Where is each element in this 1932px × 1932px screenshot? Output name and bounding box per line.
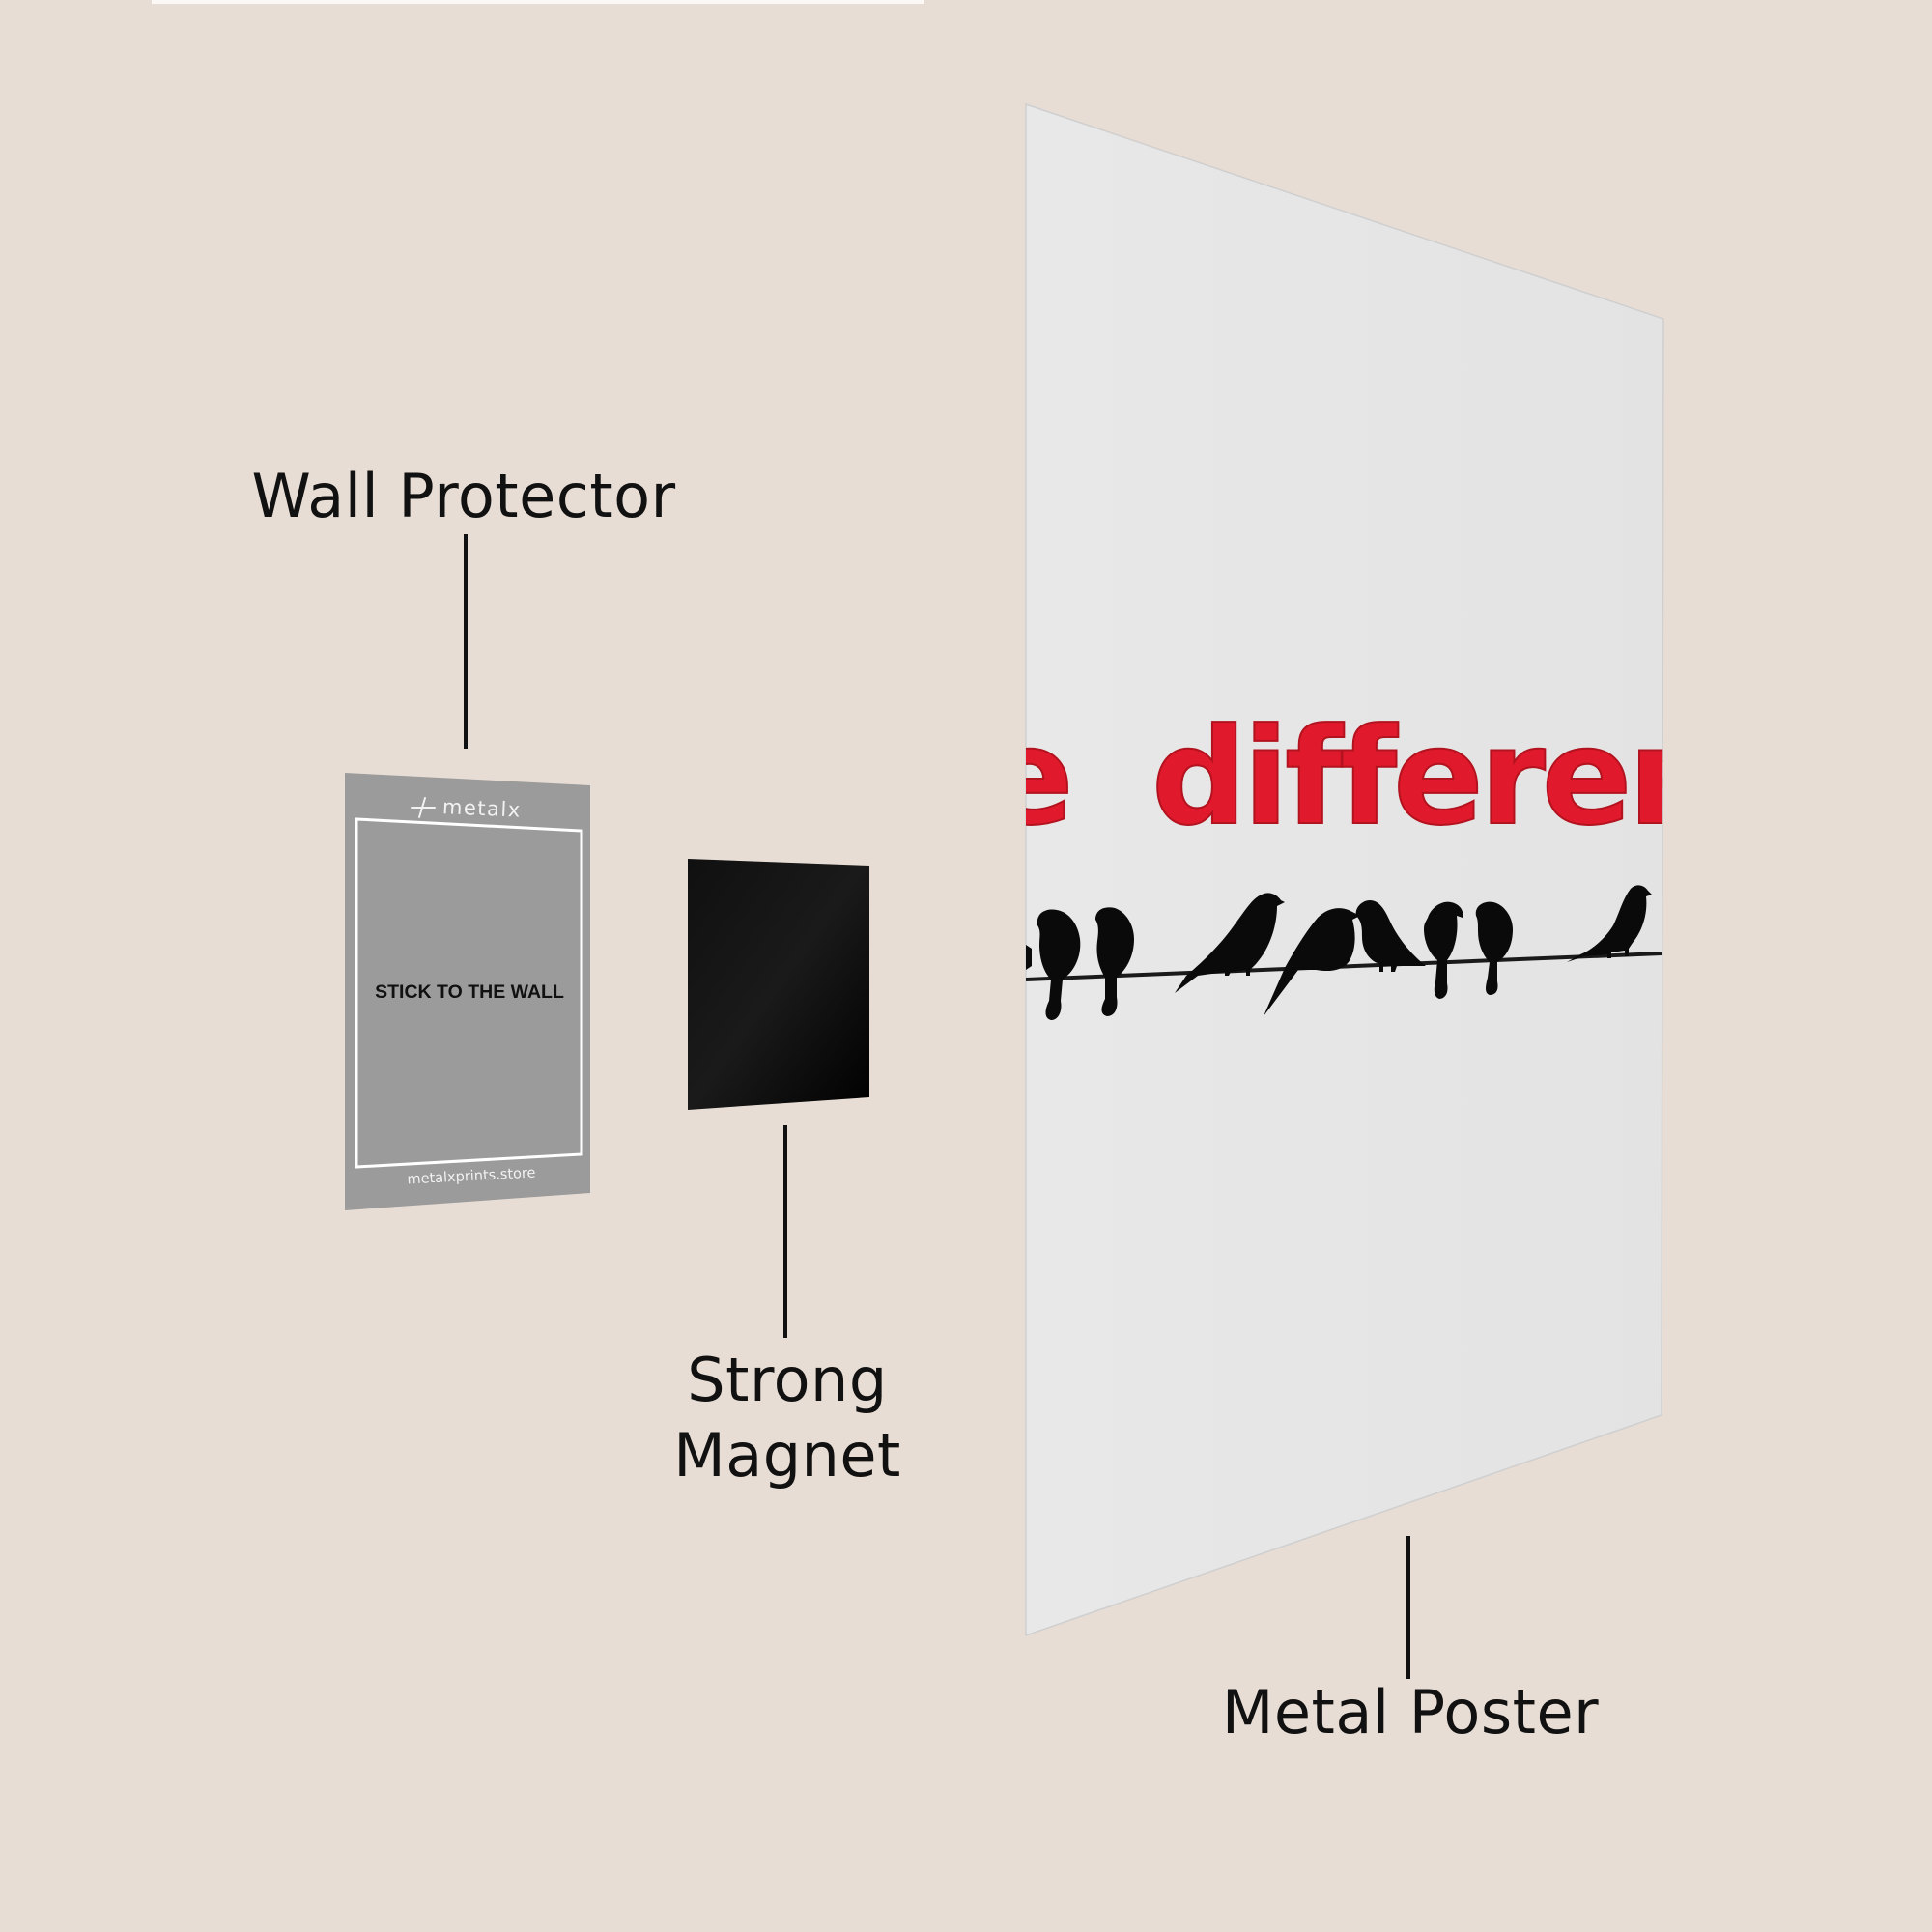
bird-icon	[1026, 945, 1032, 970]
top-edge-strip	[152, 0, 924, 4]
bird-icon	[1567, 885, 1652, 962]
wall-protector-instruction: STICK TO THE WALL	[375, 981, 564, 1003]
poster-text: differen	[1151, 699, 1719, 855]
bird-icon	[1037, 909, 1081, 1020]
wall-protector-label: Wall Protector	[251, 461, 676, 531]
poster-surface	[1025, 102, 1664, 1637]
bird-icon	[1424, 901, 1463, 999]
metal-poster: e differen	[983, 102, 1719, 1637]
wall-protector-inner-border	[355, 817, 583, 1169]
poster-birds	[1026, 885, 1652, 1020]
metalx-logo-icon	[411, 797, 436, 818]
wall-protector-website: metalxprints.store	[407, 1166, 536, 1188]
wall-protector-brand: metalx	[441, 795, 522, 822]
wall-protector-connector-line	[464, 534, 468, 749]
strong-magnet-label: Strong Magnet	[618, 1343, 956, 1493]
wall-protector-card: metalx STICK TO THE WALL metalxprints.st…	[345, 773, 590, 1210]
metal-poster-connector-line	[1406, 1536, 1410, 1679]
bird-icon	[1475, 901, 1513, 995]
bird-icon	[1095, 907, 1134, 1016]
bird-icon	[1175, 893, 1285, 993]
bird-icon	[1355, 900, 1426, 972]
wall-protector-surface	[345, 773, 590, 1210]
poster-text-fragment: e	[983, 699, 1072, 855]
strong-magnet-connector-line	[783, 1125, 787, 1338]
bird-icon	[1264, 908, 1360, 1016]
strong-magnet-label-line2: Magnet	[673, 1420, 901, 1491]
strong-magnet-label-line1: Strong	[687, 1345, 888, 1415]
strong-magnet	[688, 859, 869, 1110]
metal-poster-label: Metal Poster	[1221, 1677, 1600, 1747]
